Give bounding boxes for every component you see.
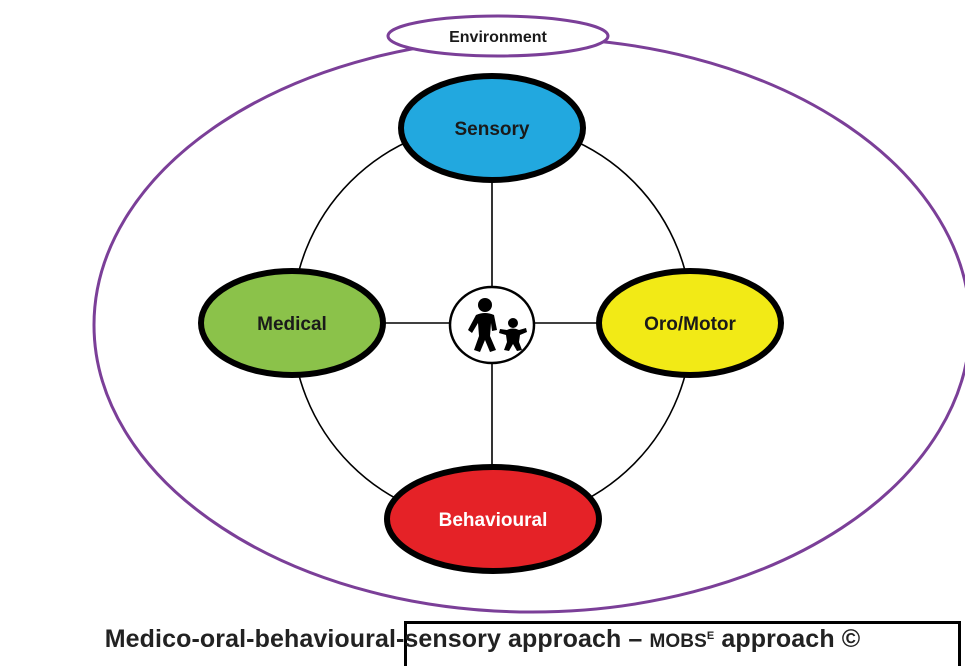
caption-box	[404, 621, 961, 666]
oro-motor-label: Oro/Motor	[644, 314, 736, 335]
behavioural-node	[384, 464, 602, 574]
parent-and-child-icon	[448, 285, 536, 365]
caption-superscript: E	[706, 630, 715, 642]
medical-label: Medical	[257, 314, 327, 335]
caption: Medico-oral-behavioural-sensory approach…	[0, 625, 965, 654]
medical-node	[198, 268, 386, 378]
environment-label-ellipse	[386, 14, 610, 58]
sensory-label: Sensory	[455, 119, 530, 140]
oro-motor-node	[596, 268, 784, 378]
environment-label: Environment	[449, 29, 547, 46]
caption-main: Medico-oral-behavioural-sensory approach…	[104, 625, 643, 653]
caption-mobs: MOBS	[649, 631, 707, 652]
behavioural-label: Behavioural	[439, 510, 548, 531]
caption-tail: approach ©	[721, 625, 861, 653]
sensory-node	[398, 73, 586, 183]
